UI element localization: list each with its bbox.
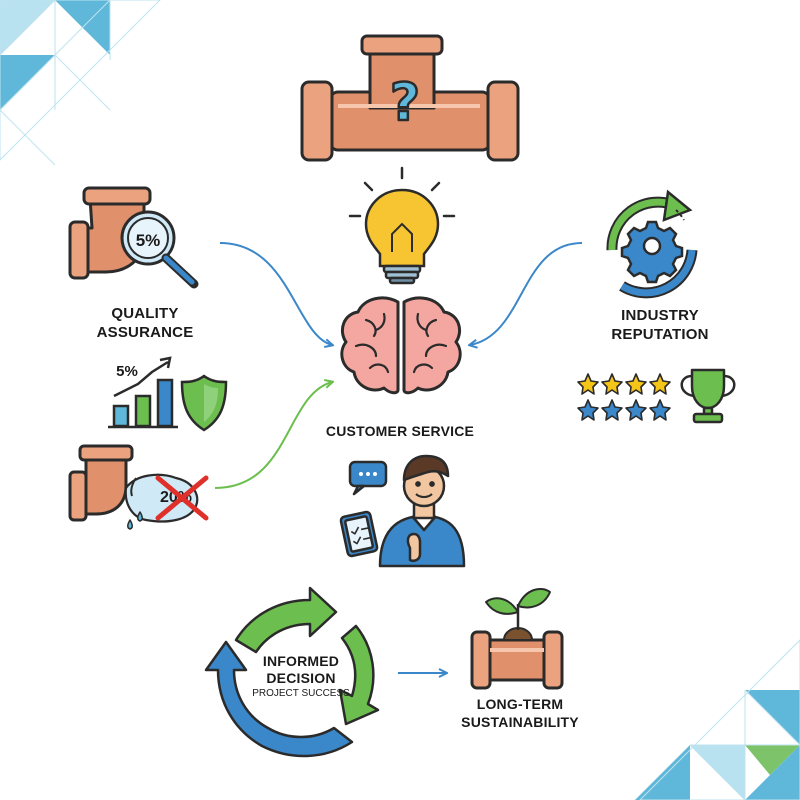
leaking-pipe-icon: 20%: [68, 444, 209, 530]
informed-decision-label: INFORMED DECISION PROJECT SUCCESS: [236, 653, 366, 701]
lightbulb-icon: [348, 166, 456, 285]
informed-decision-line-2: DECISION: [266, 670, 336, 686]
pipe-sprout-icon: [470, 588, 564, 690]
arrow-reputation-to-brain: [470, 242, 583, 345]
customer-agent-icon: [339, 454, 466, 568]
trophy-icon: [680, 368, 736, 424]
quality-assurance-label: QUALITY ASSURANCE: [70, 304, 220, 342]
pipe-tee-question-icon: ?: [300, 34, 520, 162]
cycle-arrows-icon: [204, 586, 380, 758]
arrow-leak-to-brain: [214, 382, 332, 489]
svg-text:?: ?: [390, 73, 420, 133]
project-success-label: PROJECT SUCCESS: [252, 688, 350, 699]
shield-icon: [180, 374, 228, 432]
corner-decoration-bottom-right: [635, 639, 800, 800]
quality-assurance-line-1: QUALITY: [111, 305, 179, 322]
long-term-sustainability-label: LONG-TERM SUSTAINABILITY: [440, 695, 600, 731]
gear-cycle-icon: [606, 189, 698, 299]
informed-decision-line-1: INFORMED: [262, 653, 340, 669]
stars-rating-icon: [577, 373, 671, 421]
industry-reputation-line-1: INDUSTRY: [621, 307, 699, 324]
pipe-elbow-magnifier-icon: 5%: [68, 186, 199, 289]
chart-percent: 5%: [116, 363, 138, 380]
arrow-quality-to-brain: [219, 242, 332, 345]
brain-icon: [340, 296, 462, 395]
bar-chart-arrow-icon: 5%: [108, 356, 178, 429]
industry-reputation-line-2: REPUTATION: [611, 326, 709, 343]
long-term-line-1: LONG-TERM: [476, 696, 564, 712]
long-term-line-2: SUSTAINABILITY: [461, 714, 579, 730]
corner-decoration-top-left: [0, 0, 161, 166]
magnifier-percent: 5%: [136, 231, 161, 250]
quality-assurance-line-2: ASSURANCE: [96, 324, 194, 341]
industry-reputation-label: INDUSTRY REPUTATION: [580, 306, 740, 344]
customer-service-label: CUSTOMER SERVICE: [325, 423, 475, 439]
